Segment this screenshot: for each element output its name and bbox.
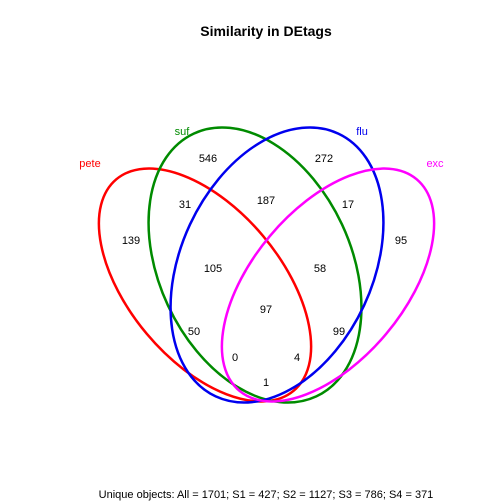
unique-objects-footer: Unique objects: All = 1701; S1 = 427; S2… (99, 489, 434, 501)
set-label-flu: flu (356, 126, 368, 138)
region-suf-flu: 187 (257, 195, 275, 207)
diagram-title: Similarity in DEtags (200, 23, 332, 39)
set-label-exc: exc (426, 158, 444, 170)
set-label-suf: suf (175, 126, 191, 138)
region-flu-only: 272 (315, 153, 333, 165)
region-all-four: 97 (260, 304, 272, 316)
set-label-pete: pete (79, 158, 100, 170)
region-pete-only: 139 (122, 235, 140, 247)
region-pete-flu-exc: 0 (232, 352, 238, 364)
region-suf-flu-exc: 58 (314, 263, 326, 275)
region-exc-only: 95 (395, 235, 407, 247)
set-ellipse-pete (97, 167, 313, 403)
region-suf-only: 546 (199, 153, 217, 165)
region-flu-exc: 17 (342, 199, 354, 211)
set-ellipse-flu (169, 126, 385, 404)
region-suf-exc: 99 (333, 326, 345, 338)
region-pete-suf: 31 (179, 199, 191, 211)
region-pete-suf-exc: 4 (294, 352, 300, 364)
region-pete-exc: 1 (263, 377, 269, 389)
region-pete-flu: 50 (188, 326, 200, 338)
set-ellipse-suf (147, 126, 363, 404)
region-pete-suf-flu: 105 (204, 263, 222, 275)
set-ellipse-exc (220, 167, 436, 403)
